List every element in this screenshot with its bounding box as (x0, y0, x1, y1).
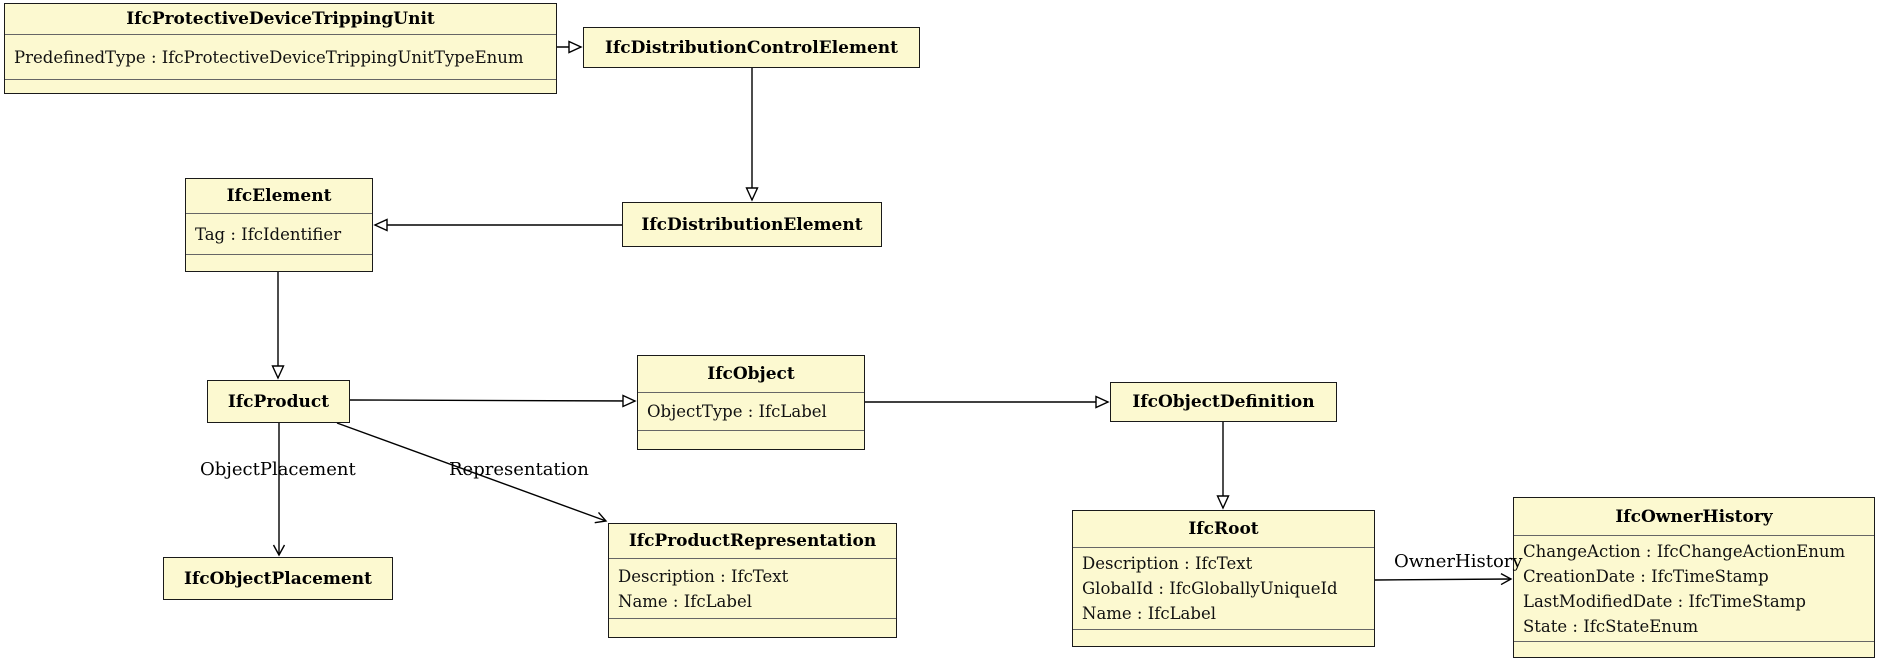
class-title: IfcDistributionElement (641, 214, 863, 235)
class-title: IfcObjectPlacement (184, 568, 372, 589)
class-attributes: ObjectType : IfcLabel (638, 393, 864, 430)
class-attribute: Description : IfcText (618, 566, 789, 586)
class-node-ifcdistributionelement[interactable]: IfcDistributionElement (622, 202, 882, 247)
class-attribute: ChangeAction : IfcChangeActionEnum (1523, 541, 1846, 561)
edge-label-objectplacement: ObjectPlacement (200, 459, 356, 480)
class-node-ifcproduct[interactable]: IfcProduct (207, 380, 350, 423)
class-attributes: PredefinedType : IfcProtectiveDeviceTrip… (5, 35, 556, 79)
class-attribute: ObjectType : IfcLabel (647, 402, 827, 421)
class-empty-compartment (609, 618, 896, 637)
class-title: IfcObjectDefinition (1132, 392, 1315, 412)
class-attribute: Name : IfcLabel (618, 591, 752, 611)
class-node-ifcproductrepresentation[interactable]: IfcProductRepresentation Description : I… (608, 523, 897, 638)
edge-generalization-product-object (349, 400, 635, 401)
class-title: IfcProductRepresentation (609, 524, 896, 559)
class-node-ifcdistributioncontrolelement[interactable]: IfcDistributionControlElement (583, 27, 920, 68)
class-empty-compartment (186, 254, 372, 271)
class-attribute: Name : IfcLabel (1082, 604, 1216, 623)
class-attribute: State : IfcStateEnum (1523, 616, 1699, 636)
edge-association-representation (336, 422, 608, 524)
class-node-ifcelement[interactable]: IfcElement Tag : IfcIdentifier (185, 178, 373, 272)
class-attributes: Description : IfcText GlobalId : IfcGlob… (1073, 548, 1374, 629)
class-title: IfcDistributionControlElement (605, 37, 898, 58)
class-title: IfcOwnerHistory (1514, 498, 1874, 536)
class-title: IfcElement (186, 179, 372, 214)
class-attribute: LastModifiedDate : IfcTimeStamp (1523, 591, 1806, 611)
class-node-ifcobjectdefinition[interactable]: IfcObjectDefinition (1110, 382, 1337, 422)
class-node-ifcprotectivedevicetrippingunit[interactable]: IfcProtectiveDeviceTrippingUnit Predefin… (4, 3, 557, 94)
class-empty-compartment (638, 430, 864, 449)
class-title: IfcObject (638, 356, 864, 393)
class-empty-compartment (5, 79, 556, 93)
edge-label-ownerhistory: OwnerHistory (1394, 551, 1523, 572)
edge-label-representation: Representation (449, 459, 589, 480)
class-attribute: Tag : IfcIdentifier (195, 224, 342, 244)
class-attribute: PredefinedType : IfcProtectiveDeviceTrip… (14, 47, 524, 67)
class-node-ifcobject[interactable]: IfcObject ObjectType : IfcLabel (637, 355, 865, 450)
class-title: IfcProduct (227, 391, 330, 412)
class-attributes: ChangeAction : IfcChangeActionEnum Creat… (1514, 536, 1874, 641)
class-attributes: Description : IfcText Name : IfcLabel (609, 559, 896, 618)
class-title: IfcProtectiveDeviceTrippingUnit (5, 4, 556, 35)
class-attribute: GlobalId : IfcGloballyUniqueId (1082, 579, 1338, 598)
edge-association-ownerhistory (1374, 572, 1513, 586)
class-attribute: CreationDate : IfcTimeStamp (1523, 566, 1769, 586)
class-empty-compartment (1514, 641, 1874, 657)
class-title: IfcRoot (1073, 511, 1374, 548)
class-attributes: Tag : IfcIdentifier (186, 214, 372, 254)
class-node-ifcobjectplacement[interactable]: IfcObjectPlacement (163, 557, 393, 600)
class-node-ifcownerhistory[interactable]: IfcOwnerHistory ChangeAction : IfcChange… (1513, 497, 1875, 658)
class-empty-compartment (1073, 629, 1374, 646)
class-attribute: Description : IfcText (1082, 554, 1253, 573)
class-node-ifcroot[interactable]: IfcRoot Description : IfcText GlobalId :… (1072, 510, 1375, 647)
